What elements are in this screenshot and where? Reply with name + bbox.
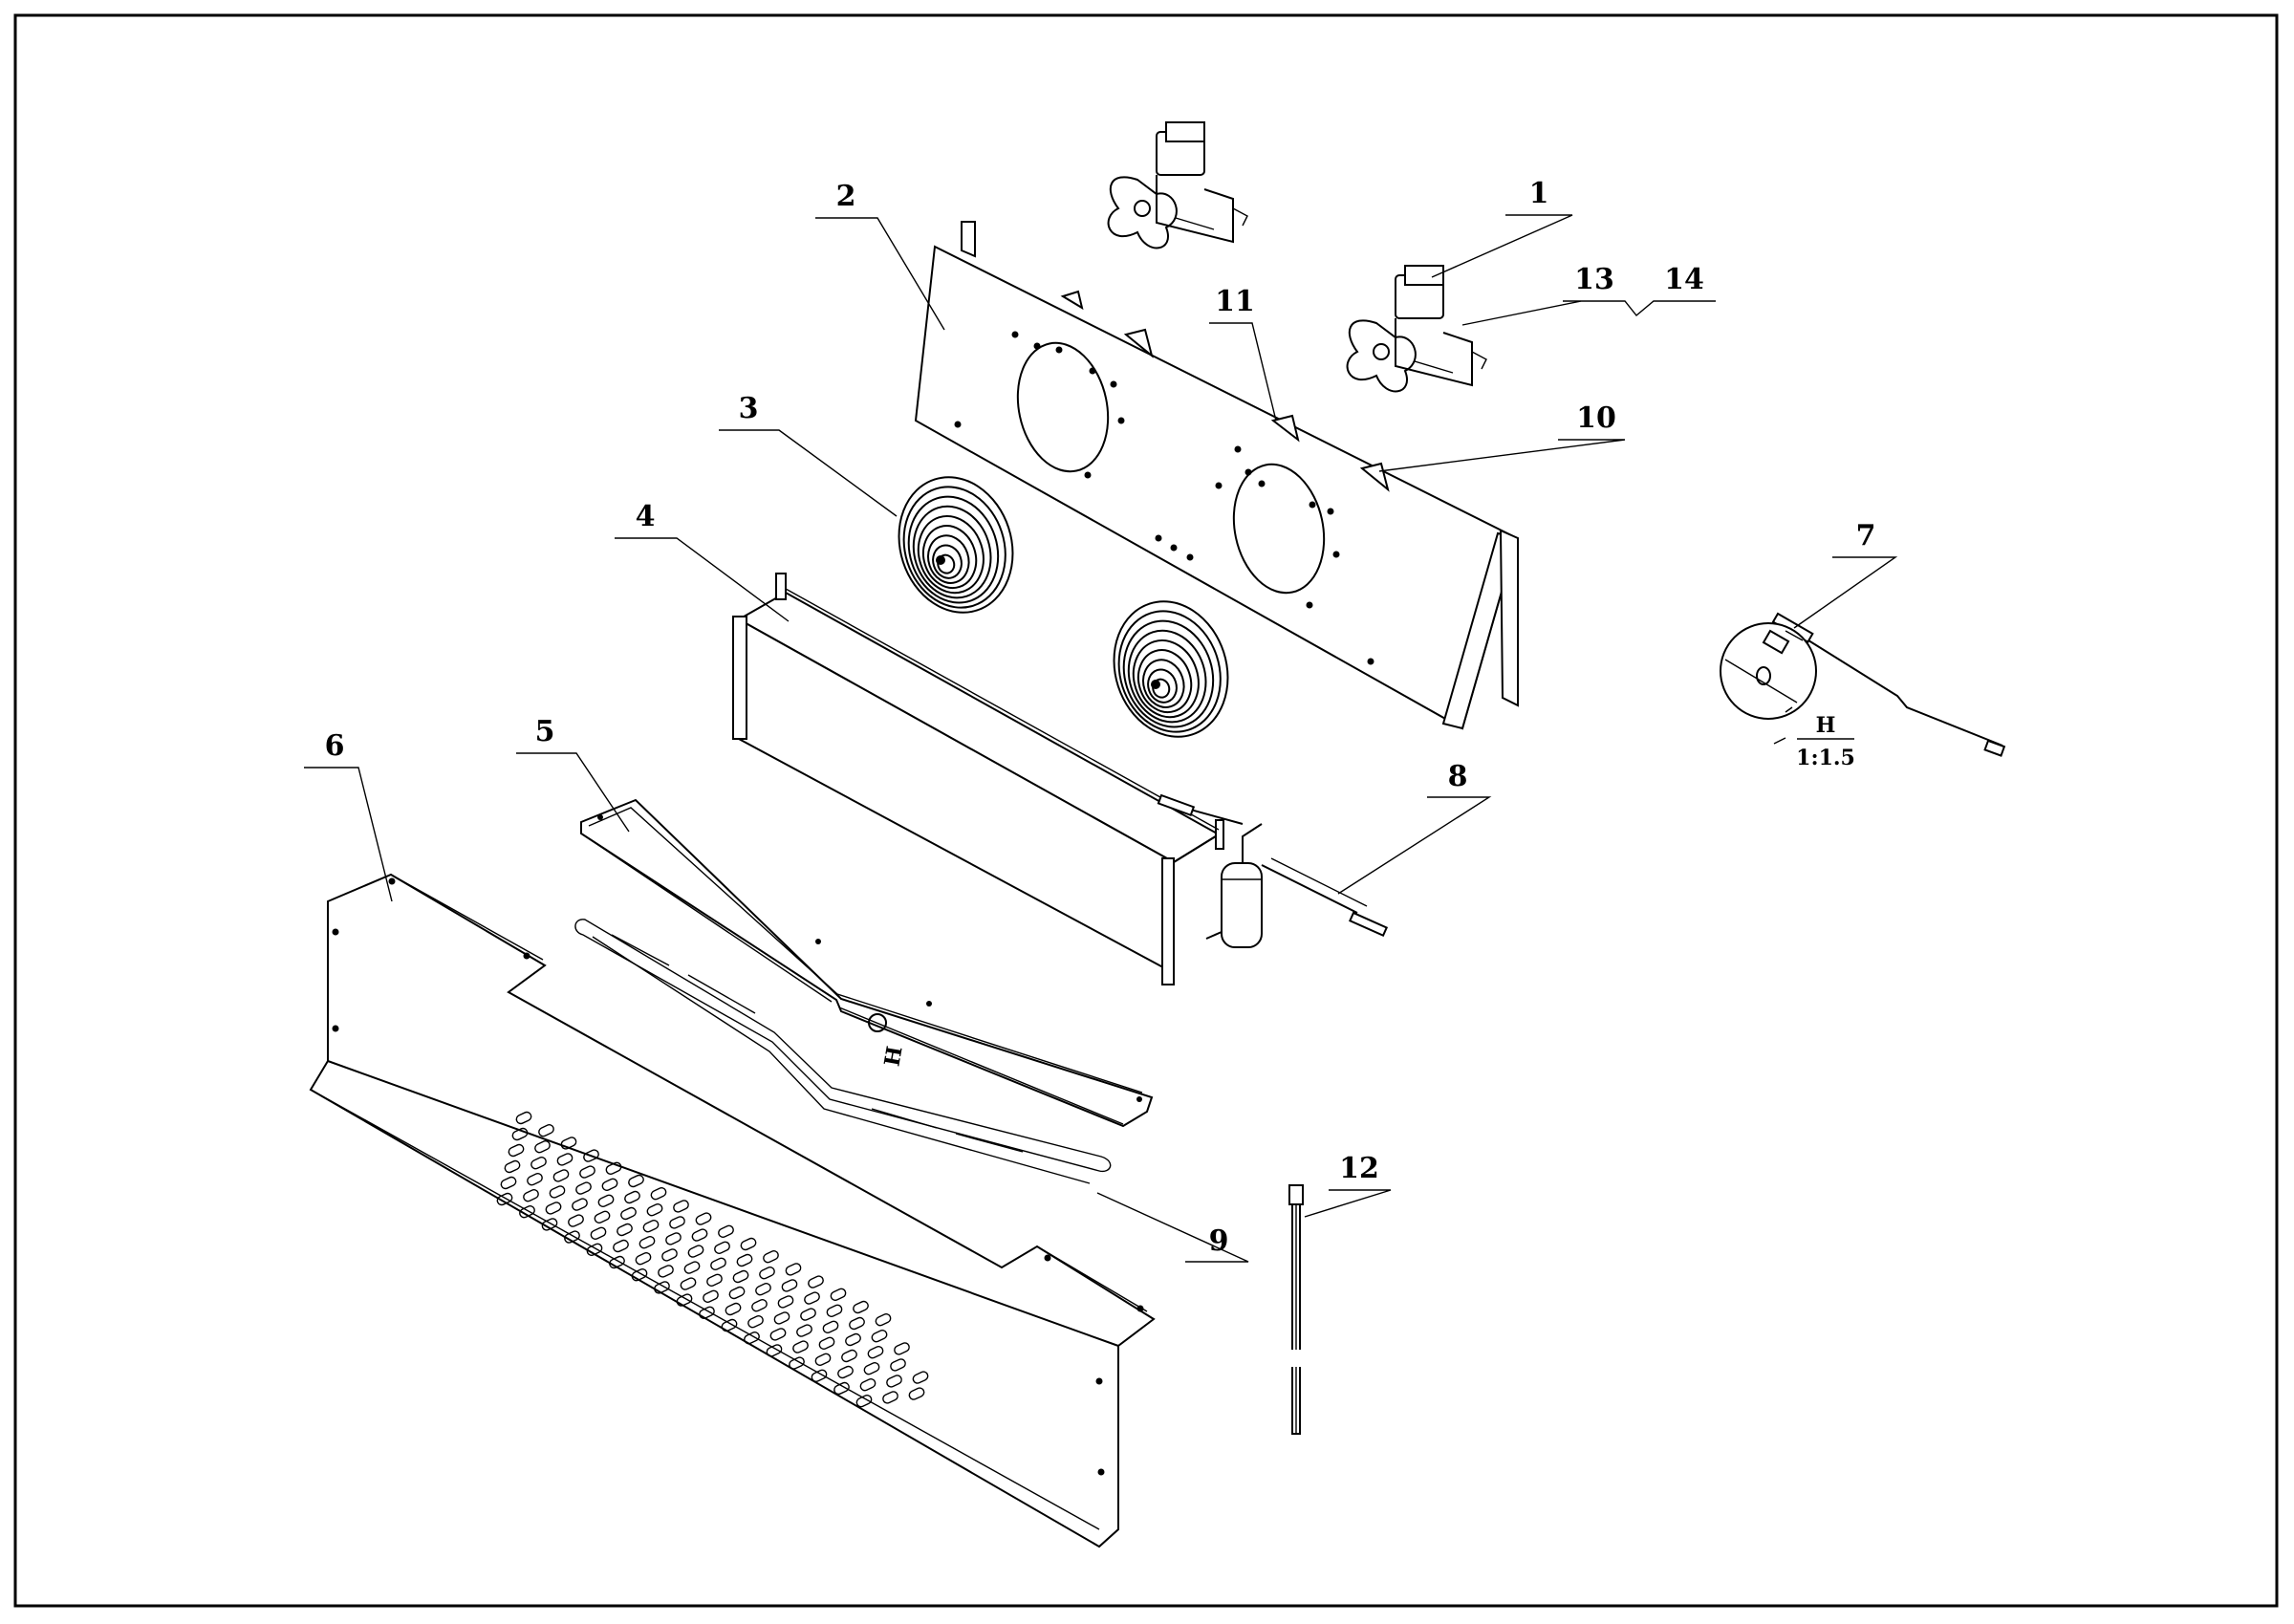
part-8-sensor-probe: [1261, 857, 1389, 937]
callout-9: 9: [1209, 1224, 1229, 1258]
callout-13: 13: [1574, 263, 1614, 296]
detail-view-h: [1720, 622, 1817, 720]
callout-5: 5: [535, 715, 555, 748]
callout-8: 8: [1448, 760, 1468, 793]
leader-lines: [304, 214, 1898, 1263]
callout-2: 2: [836, 180, 856, 213]
callout-11: 11: [1215, 285, 1255, 318]
part-7-probe: [1771, 612, 2006, 757]
part-1-fan-motor-upper: [1107, 121, 1248, 249]
drawing-border: [13, 13, 2279, 1608]
part-9-heater-element: [574, 919, 1112, 1184]
callout-12: 12: [1339, 1152, 1379, 1185]
callout-10: 10: [1576, 401, 1616, 435]
callout-3: 3: [739, 392, 759, 425]
part-1-fan-motor-lower: [1346, 265, 1487, 393]
part-2-fan-panel: [914, 221, 1519, 730]
part-12-heater-rod: [1286, 1184, 1307, 1435]
part-3-fan-guard-left: [898, 476, 1014, 614]
callout-6: 6: [325, 729, 345, 763]
detail-marker-label: H: [879, 1045, 907, 1069]
part-3-fan-guard-right: [1113, 600, 1229, 738]
part-4-evaporator-coil: [732, 573, 1263, 985]
callout-14: 14: [1664, 263, 1704, 296]
callout-labels: 1 2 3 4 5 6 7 8 9 10 11 12 13 14: [325, 177, 1876, 1258]
callout-7: 7: [1856, 519, 1876, 552]
part-6-front-grille-panel: [309, 873, 1156, 1548]
part-5-drip-tray: [580, 798, 1154, 1128]
callout-4: 4: [636, 500, 656, 533]
callout-1: 1: [1529, 177, 1549, 210]
detail-view-label: H: [1816, 713, 1836, 738]
detail-view-scale: 1:1.5: [1796, 746, 1855, 770]
